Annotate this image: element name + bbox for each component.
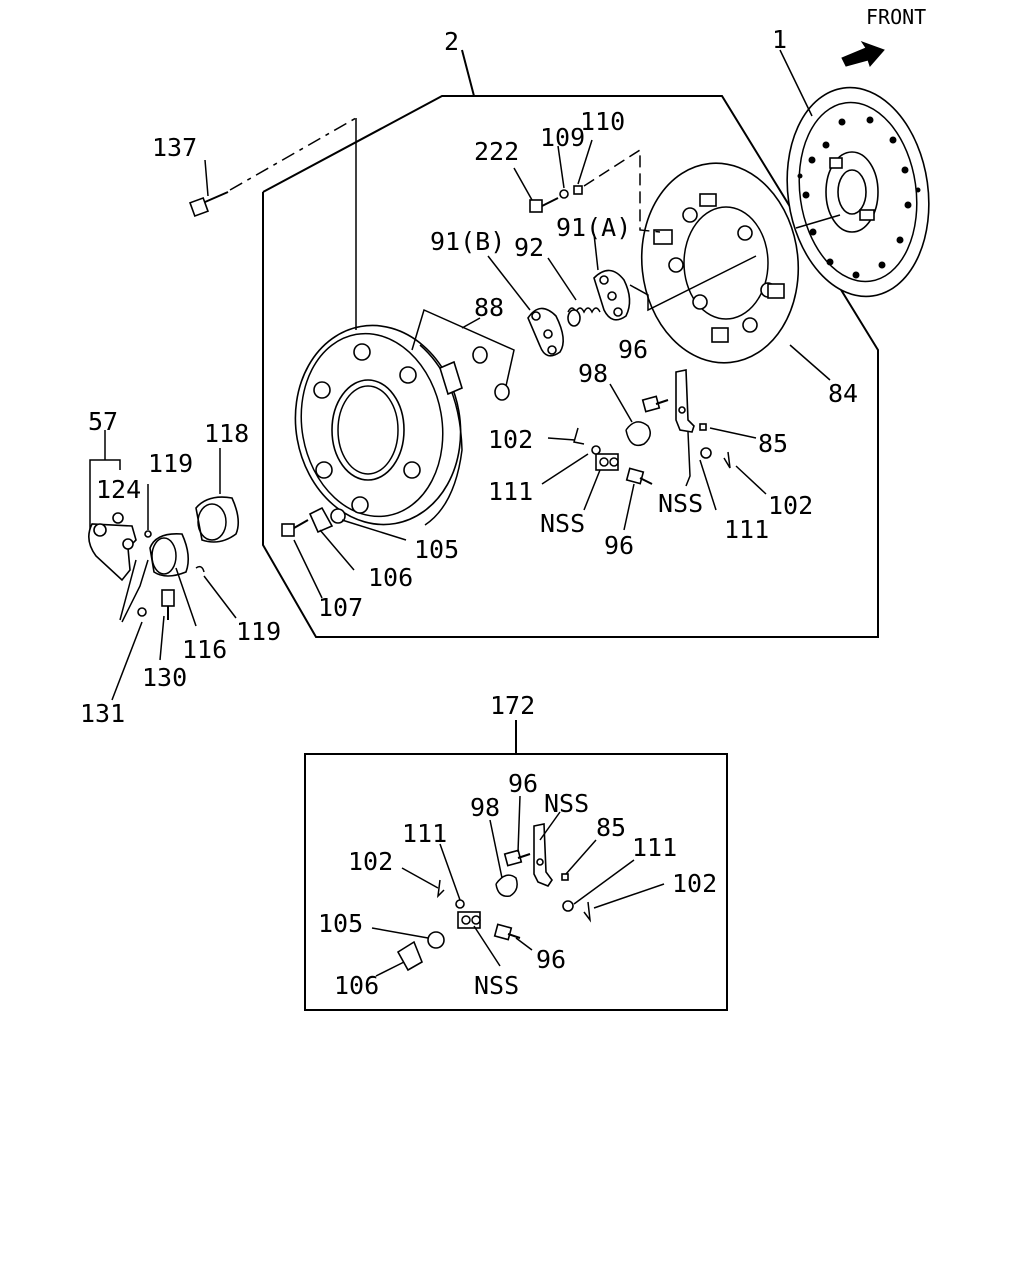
release-lever-assembly — [541, 369, 767, 531]
inset-callout-nss-bottom: NSS — [474, 971, 519, 1000]
bolt-222-group — [513, 139, 661, 233]
callout-118: 118 — [204, 419, 249, 448]
front-indicator: FRONT — [841, 5, 926, 67]
callout-105: 105 — [414, 535, 459, 564]
inset-callout-111-left: 111 — [402, 819, 447, 848]
cover-assembly-frame — [262, 49, 879, 638]
inset-callout-102-left: 102 — [348, 847, 393, 876]
front-label: FRONT — [866, 5, 926, 29]
inset-callout-105: 105 — [318, 909, 363, 938]
callout-84: 84 — [828, 379, 858, 408]
inset-callout-96-top: 96 — [508, 769, 538, 798]
callout-98: 98 — [578, 359, 608, 388]
callout-88: 88 — [474, 293, 504, 322]
callout-222: 222 — [474, 137, 519, 166]
inset-callout-98: 98 — [470, 793, 500, 822]
inset-label: 172 — [490, 691, 535, 720]
spring-92 — [547, 257, 601, 327]
callout-116: 116 — [182, 635, 227, 664]
callout-102-right: 102 — [768, 491, 813, 520]
callout-102-left: 102 — [488, 425, 533, 454]
cover-hardware — [281, 506, 407, 599]
main-callouts: 2 1 137 222 109 110 91(B) 92 91(A) 88 96… — [80, 25, 858, 728]
callout-137: 137 — [152, 133, 197, 162]
inset-callout-85: 85 — [596, 813, 626, 842]
lever-91b — [487, 255, 564, 357]
bolt-137 — [189, 117, 357, 217]
callout-111-left: 111 — [488, 477, 533, 506]
clutch-disc — [779, 49, 930, 298]
pressure-plate — [640, 162, 841, 381]
callout-91a: 91(A) — [556, 213, 631, 242]
inset-callout-nss-top: NSS — [544, 789, 589, 818]
callout-119-bottom: 119 — [236, 617, 281, 646]
inset-callout-102-right: 102 — [672, 869, 717, 898]
callout-110: 110 — [580, 107, 625, 136]
callout-96-top: 96 — [618, 335, 648, 364]
inset-172: 172 96 98 NSS 85 111 11 — [304, 691, 728, 1011]
release-fork-group — [88, 430, 240, 701]
callout-106: 106 — [368, 563, 413, 592]
callout-2: 2 — [444, 27, 459, 56]
callout-119-top: 119 — [148, 449, 193, 478]
callout-109: 109 — [540, 123, 585, 152]
inset-callout-96-bottom: 96 — [536, 945, 566, 974]
callout-nss-left: NSS — [540, 509, 585, 538]
callout-111-right: 111 — [724, 515, 769, 544]
clutch-cover — [294, 118, 463, 526]
callout-96-bottom: 96 — [604, 531, 634, 560]
inset-callout-111-right: 111 — [632, 833, 677, 862]
plates-88 — [411, 308, 515, 401]
callout-nss-right: NSS — [658, 489, 703, 518]
callout-124: 124 — [96, 475, 141, 504]
callout-131: 131 — [80, 699, 125, 728]
callout-92: 92 — [514, 233, 544, 262]
callout-1: 1 — [772, 25, 787, 54]
callout-57: 57 — [88, 407, 118, 436]
arrow-right-icon — [841, 41, 885, 67]
lever-91a — [593, 233, 757, 321]
callout-107: 107 — [318, 593, 363, 622]
inset-callout-106: 106 — [334, 971, 379, 1000]
callout-91b: 91(B) — [430, 227, 505, 256]
callout-130: 130 — [142, 663, 187, 692]
callout-85: 85 — [758, 429, 788, 458]
